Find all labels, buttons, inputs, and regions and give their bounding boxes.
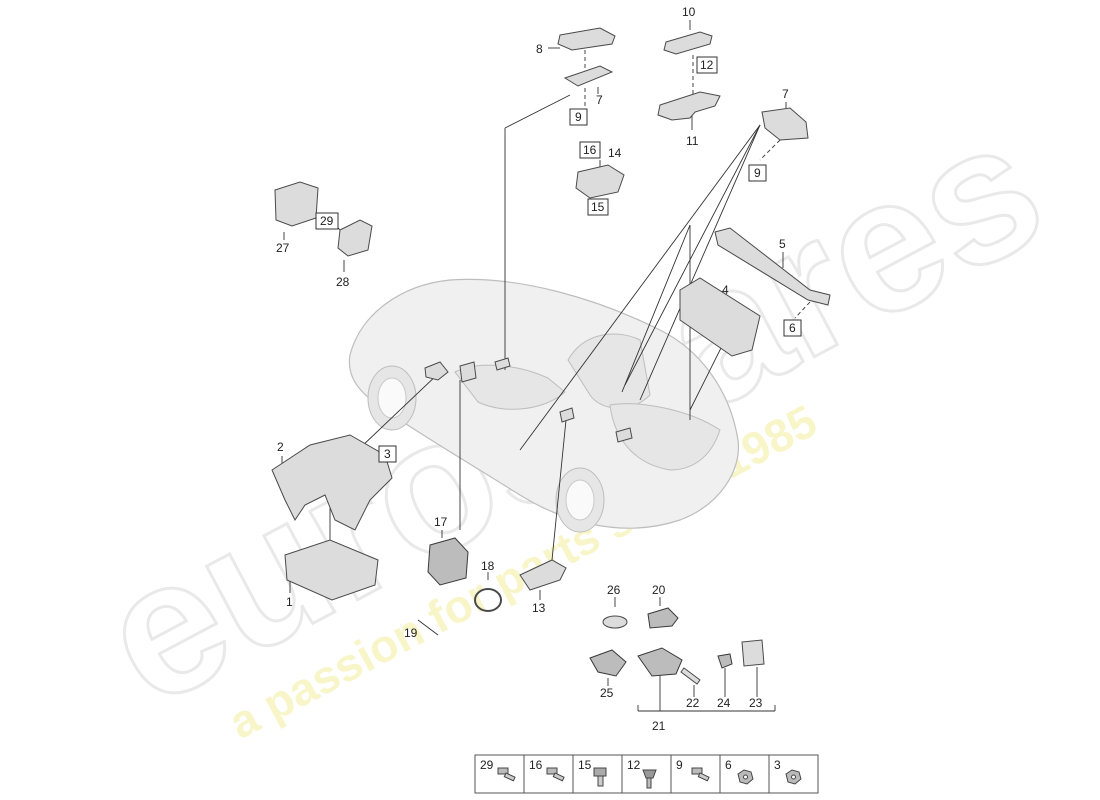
part-21-key [637, 647, 683, 677]
part-3-mount [424, 361, 449, 381]
part-13-mount [559, 407, 575, 423]
callout-19: 19 [404, 626, 418, 640]
callout-21: 21 [652, 719, 666, 733]
part-1-control-unit [284, 539, 379, 601]
screw-icon [593, 767, 607, 787]
clip-icon [642, 769, 657, 789]
callout-6-box [783, 319, 802, 337]
nut-icon [737, 769, 754, 785]
legend-label-29: 29 [480, 758, 494, 772]
part-17-mount [459, 361, 477, 383]
callout-27: 27 [276, 241, 290, 255]
callout-13: 13 [532, 601, 546, 615]
part-20-key-shell [647, 607, 679, 629]
part-22-emergency-key [680, 667, 701, 685]
callout-9-right-box [748, 164, 767, 182]
part-7-rear-mount [615, 427, 633, 443]
part-18-ring [474, 588, 502, 612]
callout-16: 16 [583, 143, 597, 157]
callout-9-top-box [569, 108, 588, 126]
part-11-bracket [657, 91, 721, 121]
callout-3: 3 [384, 447, 391, 461]
part-23-card [741, 639, 765, 667]
part-5-antenna-bar [714, 227, 831, 306]
callout-9-top: 9 [575, 110, 582, 124]
callout-1: 1 [286, 595, 293, 609]
callout-4: 4 [722, 283, 729, 297]
callout-15-box [587, 198, 609, 216]
legend-label-15: 15 [578, 758, 592, 772]
callout-28: 28 [336, 275, 350, 289]
callout-16-box [579, 141, 601, 159]
callout-3-box [378, 445, 397, 463]
part-2-bracket [271, 434, 393, 531]
callout-5: 5 [779, 237, 786, 251]
part-24-clip [717, 653, 733, 669]
callout-26: 26 [607, 583, 621, 597]
callout-29: 29 [320, 214, 334, 228]
legend-label-12: 12 [627, 758, 641, 772]
part-4-control-unit [679, 277, 761, 357]
part-25-key [589, 649, 627, 677]
callout-22: 22 [686, 696, 700, 710]
part-7-mount [494, 357, 511, 371]
part-27-module [274, 181, 319, 227]
callout-2: 2 [277, 440, 284, 454]
callout-7-top: 7 [596, 93, 603, 107]
callout-15: 15 [591, 200, 605, 214]
part-13-bracket [519, 559, 567, 591]
parts [271, 27, 831, 685]
callout-17: 17 [434, 515, 448, 529]
callout-10: 10 [682, 5, 696, 19]
legend-label-16: 16 [529, 758, 543, 772]
callout-11: 11 [686, 134, 699, 148]
callout-6: 6 [789, 321, 796, 335]
car-silhouette [348, 278, 740, 533]
callout-9-right: 9 [754, 166, 761, 180]
callout-29-box [315, 212, 339, 230]
callouts: 1 2 3 4 5 6 7 7 8 9 9 10 11 12 13 14 15 … [276, 5, 802, 733]
legend-label-9: 9 [676, 758, 683, 772]
screw-icon [546, 767, 565, 782]
part-14-control-unit [575, 164, 625, 199]
callout-14: 14 [608, 146, 622, 160]
screw-icon [497, 767, 516, 782]
callout-20: 20 [652, 583, 666, 597]
legend-label-6: 6 [725, 758, 732, 772]
callout-25: 25 [600, 686, 614, 700]
callout-23: 23 [749, 696, 763, 710]
callout-12: 12 [700, 58, 714, 72]
screw-icon [691, 767, 710, 782]
part-7-sensor-top [563, 65, 614, 87]
callout-7-right: 7 [782, 87, 789, 101]
part-10-module [663, 31, 713, 55]
part-26-battery [602, 615, 628, 629]
part-28-bracket [337, 219, 373, 257]
part-17-ignition-switch [427, 537, 469, 586]
callout-24: 24 [717, 696, 731, 710]
legend-label-3: 3 [774, 758, 781, 772]
leader-lines [281, 20, 811, 712]
callout-8: 8 [536, 42, 543, 56]
nut-icon [785, 769, 802, 785]
part-7-sensor-right [761, 107, 809, 141]
fastener-legend: 29 16 15 12 9 6 3 [474, 754, 819, 794]
callout-18: 18 [481, 559, 495, 573]
part-8-bracket [557, 27, 616, 51]
callout-12-box [696, 56, 718, 74]
